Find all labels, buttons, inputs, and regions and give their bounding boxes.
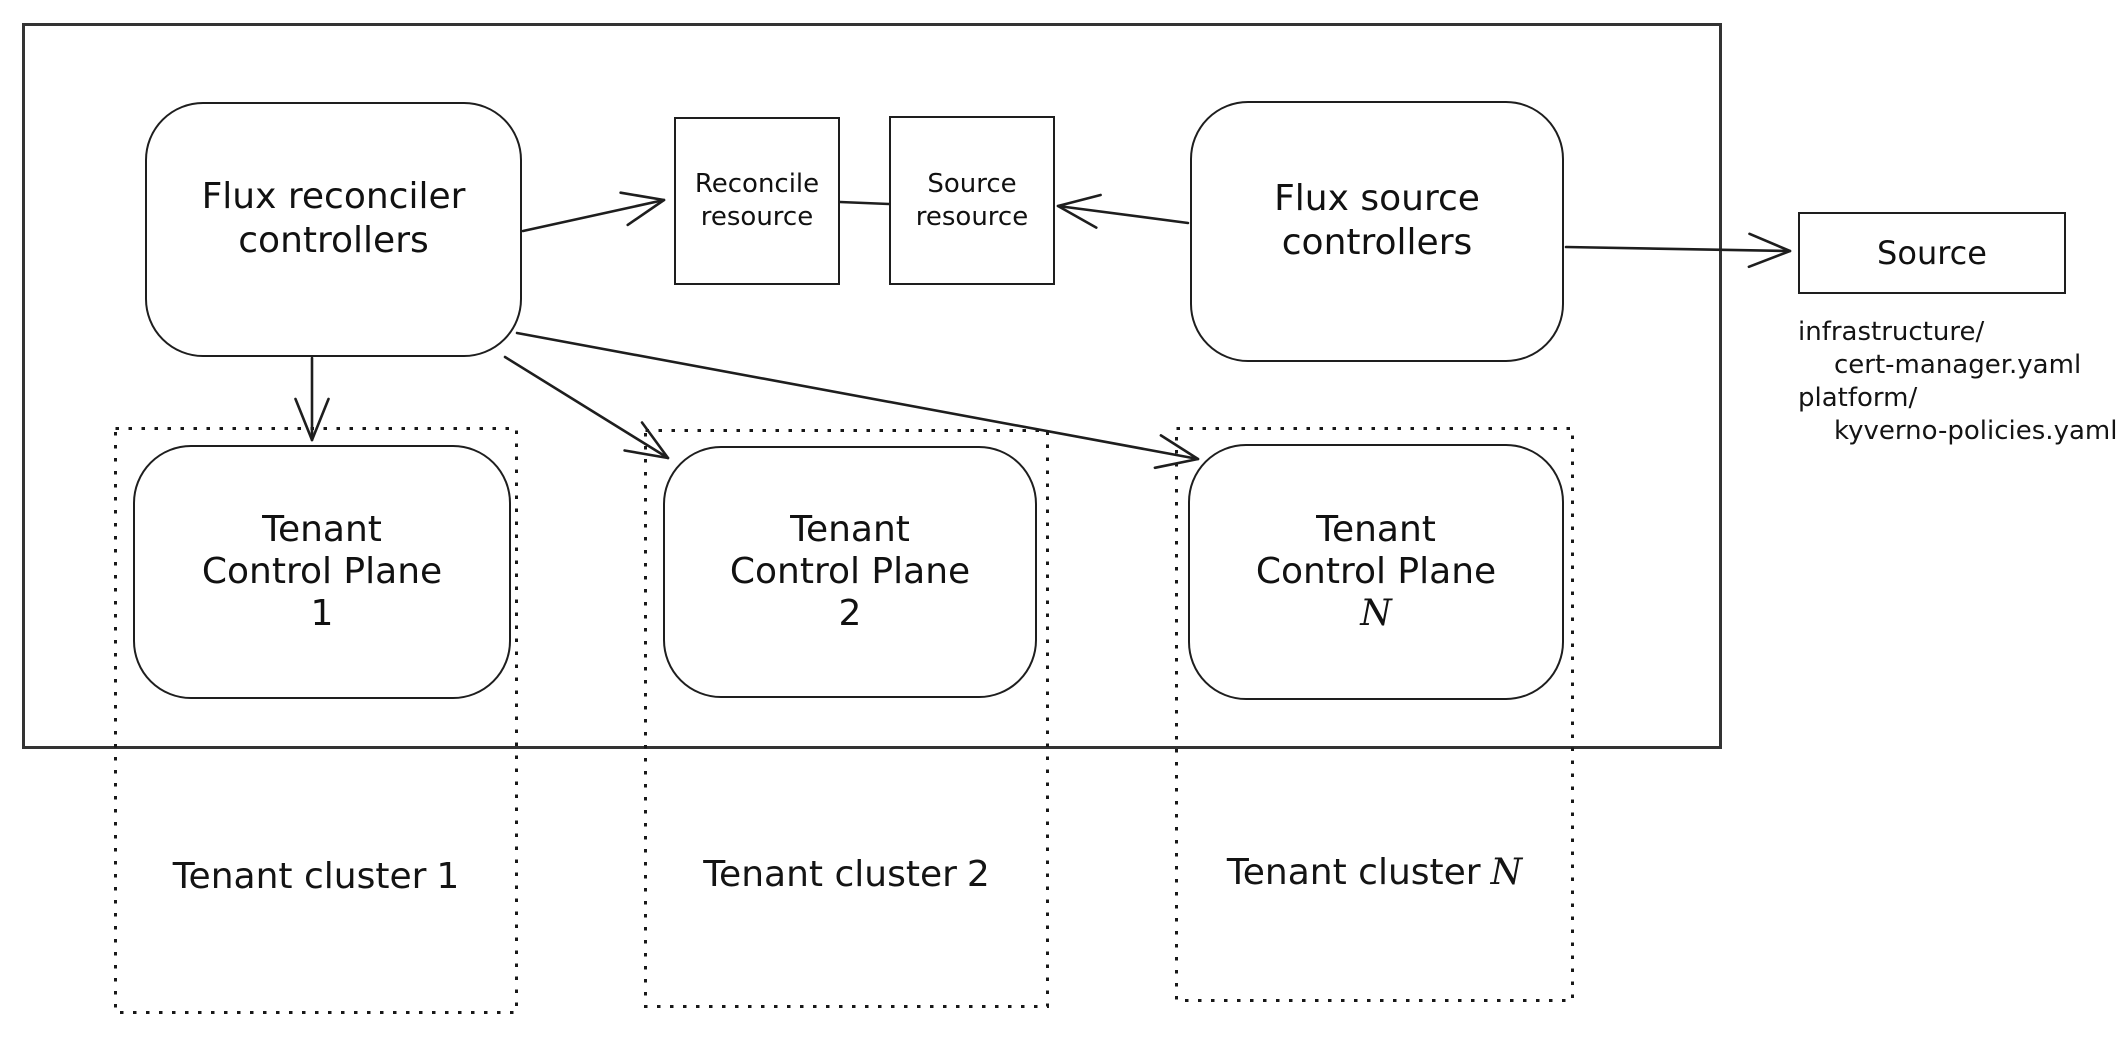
- node-label-line: Tenant: [1316, 509, 1436, 550]
- node-label-line: resource: [700, 202, 814, 232]
- source-file-line: kyverno-policies.yaml: [1834, 416, 2118, 446]
- node-label-line: 1: [310, 593, 334, 634]
- node-source-resource: Source resource: [889, 116, 1055, 285]
- node-label-line: N: [1360, 593, 1392, 634]
- node-label-line: Control Plane: [201, 551, 443, 592]
- node-label-line: Flux reconciler: [201, 175, 466, 217]
- node-tenant-control-plane-1: Tenant Control Plane 1: [133, 445, 511, 699]
- node-label-line: Control Plane: [729, 551, 971, 592]
- node-label-line: resource: [915, 201, 1029, 232]
- node-label-line: 2: [838, 593, 862, 634]
- node-tenant-control-plane-n: Tenant Control Plane N: [1188, 444, 1564, 700]
- cluster-label-text: Tenant cluster: [703, 854, 957, 895]
- node-flux-reconciler-controllers: Flux reconciler controllers: [145, 102, 522, 357]
- node-label-line: Flux source: [1274, 177, 1480, 219]
- node-label-line: Source: [1877, 234, 1987, 272]
- node-label-line: controllers: [238, 219, 429, 261]
- node-label-line: Tenant: [262, 509, 382, 550]
- source-file-listing: infrastructure/ cert-manager.yaml platfo…: [1798, 316, 2118, 448]
- node-source: Source: [1798, 212, 2066, 294]
- cluster-label-id: N: [1490, 852, 1523, 893]
- source-file-line: cert-manager.yaml: [1834, 350, 2082, 380]
- tenant-cluster-n-label: Tenant cluster N: [1176, 853, 1573, 893]
- node-label-line: controllers: [1281, 221, 1473, 263]
- cluster-label-text: Tenant cluster: [172, 856, 427, 897]
- node-flux-source-controllers: Flux source controllers: [1190, 101, 1564, 362]
- node-reconcile-resource: Reconcile resource: [674, 117, 840, 285]
- cluster-label-text: Tenant cluster: [1226, 852, 1481, 893]
- node-label-line: Tenant: [790, 509, 910, 550]
- node-label-line: Reconcile: [694, 169, 820, 199]
- tenant-cluster-1-label: Tenant cluster 1: [115, 857, 517, 897]
- source-file-line: platform/: [1798, 383, 1918, 413]
- source-file-line: infrastructure/: [1798, 317, 1985, 347]
- node-label-line: Source: [927, 168, 1017, 199]
- cluster-label-id: 1: [436, 856, 460, 897]
- tenant-cluster-2-label: Tenant cluster 2: [645, 855, 1048, 895]
- node-label-line: Control Plane: [1255, 551, 1497, 592]
- cluster-label-id: 2: [966, 854, 990, 895]
- node-tenant-control-plane-2: Tenant Control Plane 2: [663, 446, 1037, 698]
